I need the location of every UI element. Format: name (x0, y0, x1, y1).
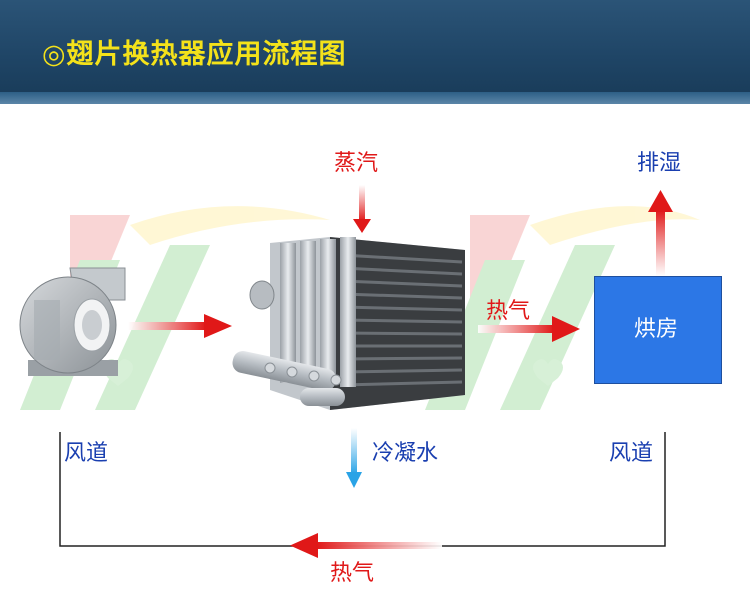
drying-room-label: 烘房 (634, 317, 679, 342)
steam-arrow (353, 185, 371, 233)
air-duct-label-left: 风道 (64, 441, 109, 466)
hot-air-label-bottom: 热气 (330, 561, 375, 586)
hot-air-label-right: 热气 (486, 299, 531, 324)
centrifugal-fan-image (19, 267, 126, 376)
dehumidify-label: 排湿 (637, 151, 682, 176)
drying-room-box: 烘房 (594, 276, 722, 384)
hot-air-arrow-to-room (478, 316, 580, 342)
return-hot-air-arrow (290, 533, 442, 558)
header-stripe (0, 92, 750, 104)
header-banner: ◎翅片换热器应用流程图 (0, 0, 750, 104)
finned-heat-exchanger-image (232, 237, 465, 410)
condensate-label: 冷凝水 (372, 441, 439, 466)
condensate-arrow (346, 428, 362, 488)
page-title: ◎翅片换热器应用流程图 (42, 39, 347, 70)
airflow-arrow-to-exchanger (128, 314, 232, 338)
air-duct-label-right: 风道 (609, 441, 654, 466)
dehumidify-arrow (648, 190, 673, 276)
return-duct (59, 432, 666, 547)
steam-label: 蒸汽 (334, 151, 379, 176)
